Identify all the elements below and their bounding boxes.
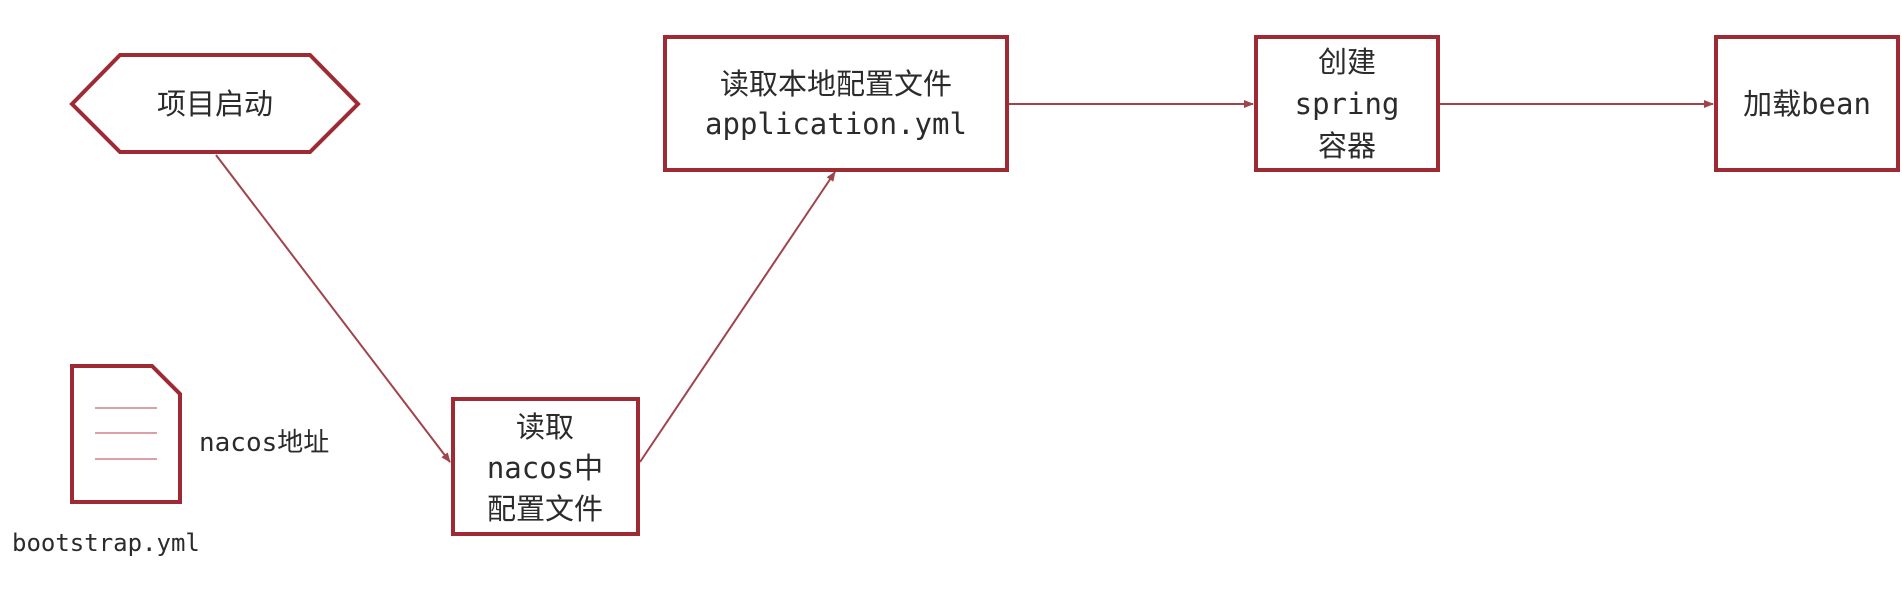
edges: [215, 100, 1714, 463]
start-hexagon: [69, 53, 361, 154]
read-local-box: [663, 35, 1009, 172]
node-create-container: 创建 spring 容器: [1254, 35, 1440, 172]
node-read-nacos: 读取 nacos中 配置文件: [451, 397, 640, 536]
create-container-line-1: 创建: [1318, 45, 1376, 79]
load-bean-label: 加载bean: [1743, 87, 1871, 121]
read-local-line-1: 读取本地配置文件: [720, 67, 952, 101]
read-nacos-line-1: 读取: [516, 410, 574, 444]
read-nacos-line-2: nacos中: [487, 451, 603, 485]
edge-read-nacos-to-read-local: [639, 171, 836, 463]
edge-start-to-read-nacos: [215, 154, 451, 463]
create-container-line-3: 容器: [1318, 129, 1376, 163]
load-bean-box: [1714, 35, 1900, 172]
start-label: 项目启动: [157, 87, 273, 121]
file-caption: bootstrap.yml: [12, 529, 200, 557]
node-start: 项目启动: [69, 53, 361, 154]
document-icon: [70, 364, 182, 504]
node-load-bean: 加载bean: [1714, 35, 1900, 172]
file-label: nacos地址: [199, 428, 329, 458]
create-container-box: [1254, 35, 1440, 172]
node-read-local: 读取本地配置文件 application.yml: [663, 35, 1009, 172]
read-local-line-2: application.yml: [705, 107, 967, 141]
read-nacos-line-3: 配置文件: [487, 492, 603, 526]
create-container-line-2: spring: [1295, 87, 1400, 121]
read-nacos-box: [451, 397, 640, 536]
bootstrap-file: nacos地址 bootstrap.yml: [12, 364, 329, 557]
